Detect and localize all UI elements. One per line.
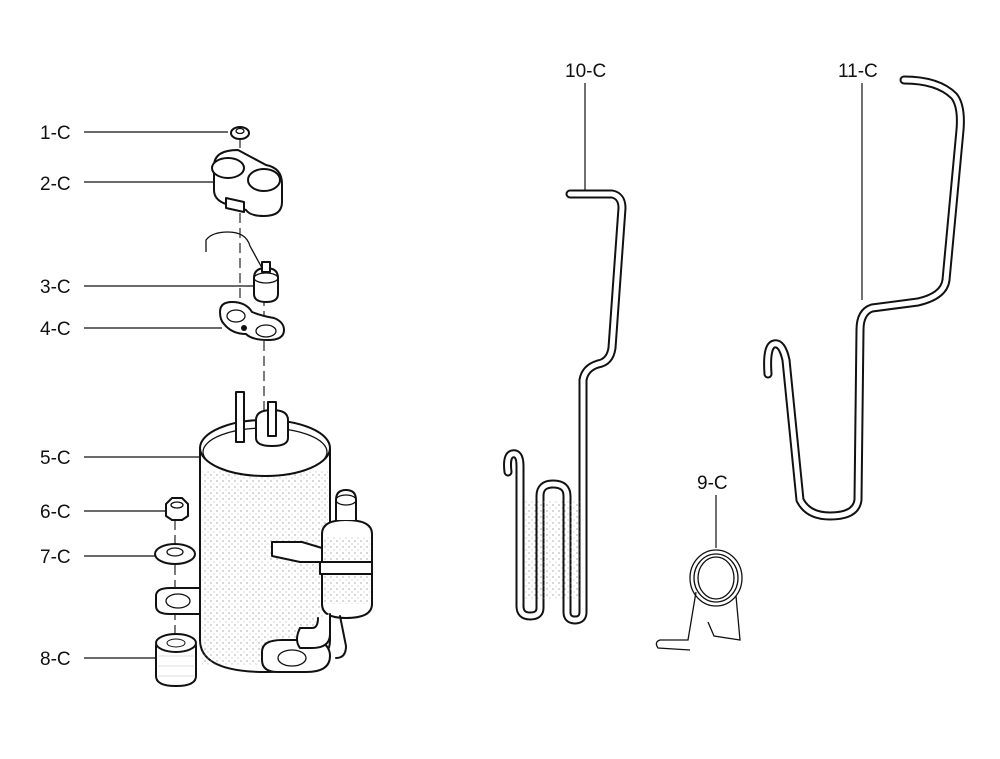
label-3c: 3-C bbox=[40, 277, 71, 298]
label-5c: 5-C bbox=[40, 448, 71, 469]
label-1c: 1-C bbox=[40, 123, 71, 144]
label-8c: 8-C bbox=[40, 649, 71, 670]
label-7c: 7-C bbox=[40, 547, 71, 568]
part-3c-overload-protector bbox=[205, 231, 279, 303]
part-9c-spring-clip bbox=[655, 549, 743, 651]
part-10c-tube bbox=[503, 189, 627, 625]
part-8c-grommet bbox=[155, 633, 197, 687]
label-4c: 4-C bbox=[40, 319, 71, 340]
label-11c: 11-C bbox=[838, 61, 878, 82]
part-5c-compressor bbox=[155, 391, 373, 673]
callout-9c: 9-C bbox=[697, 473, 728, 548]
part-2c-terminal-cover bbox=[211, 149, 283, 217]
part-6c-nut bbox=[165, 497, 189, 521]
callout-5c: 5-C bbox=[40, 448, 202, 469]
label-2c: 2-C bbox=[40, 174, 71, 195]
callout-7c: 7-C bbox=[40, 547, 156, 568]
callout-6c: 6-C bbox=[40, 502, 165, 523]
part-1c-nut bbox=[230, 126, 250, 140]
label-10c: 10-C bbox=[565, 61, 606, 82]
callout-1c: 1-C bbox=[40, 123, 228, 144]
label-9c: 9-C bbox=[697, 473, 728, 494]
callout-11c: 11-C bbox=[838, 61, 878, 300]
part-7c-washer bbox=[154, 543, 196, 565]
callout-4c: 4-C bbox=[40, 319, 222, 340]
callout-3c: 3-C bbox=[40, 277, 254, 298]
label-6c: 6-C bbox=[40, 502, 71, 523]
callout-10c: 10-C bbox=[565, 61, 606, 193]
part-4c-gasket bbox=[219, 301, 285, 341]
callout-2c: 2-C bbox=[40, 174, 214, 195]
part-11c-wire-hook bbox=[763, 75, 965, 521]
callout-8c: 8-C bbox=[40, 649, 156, 670]
